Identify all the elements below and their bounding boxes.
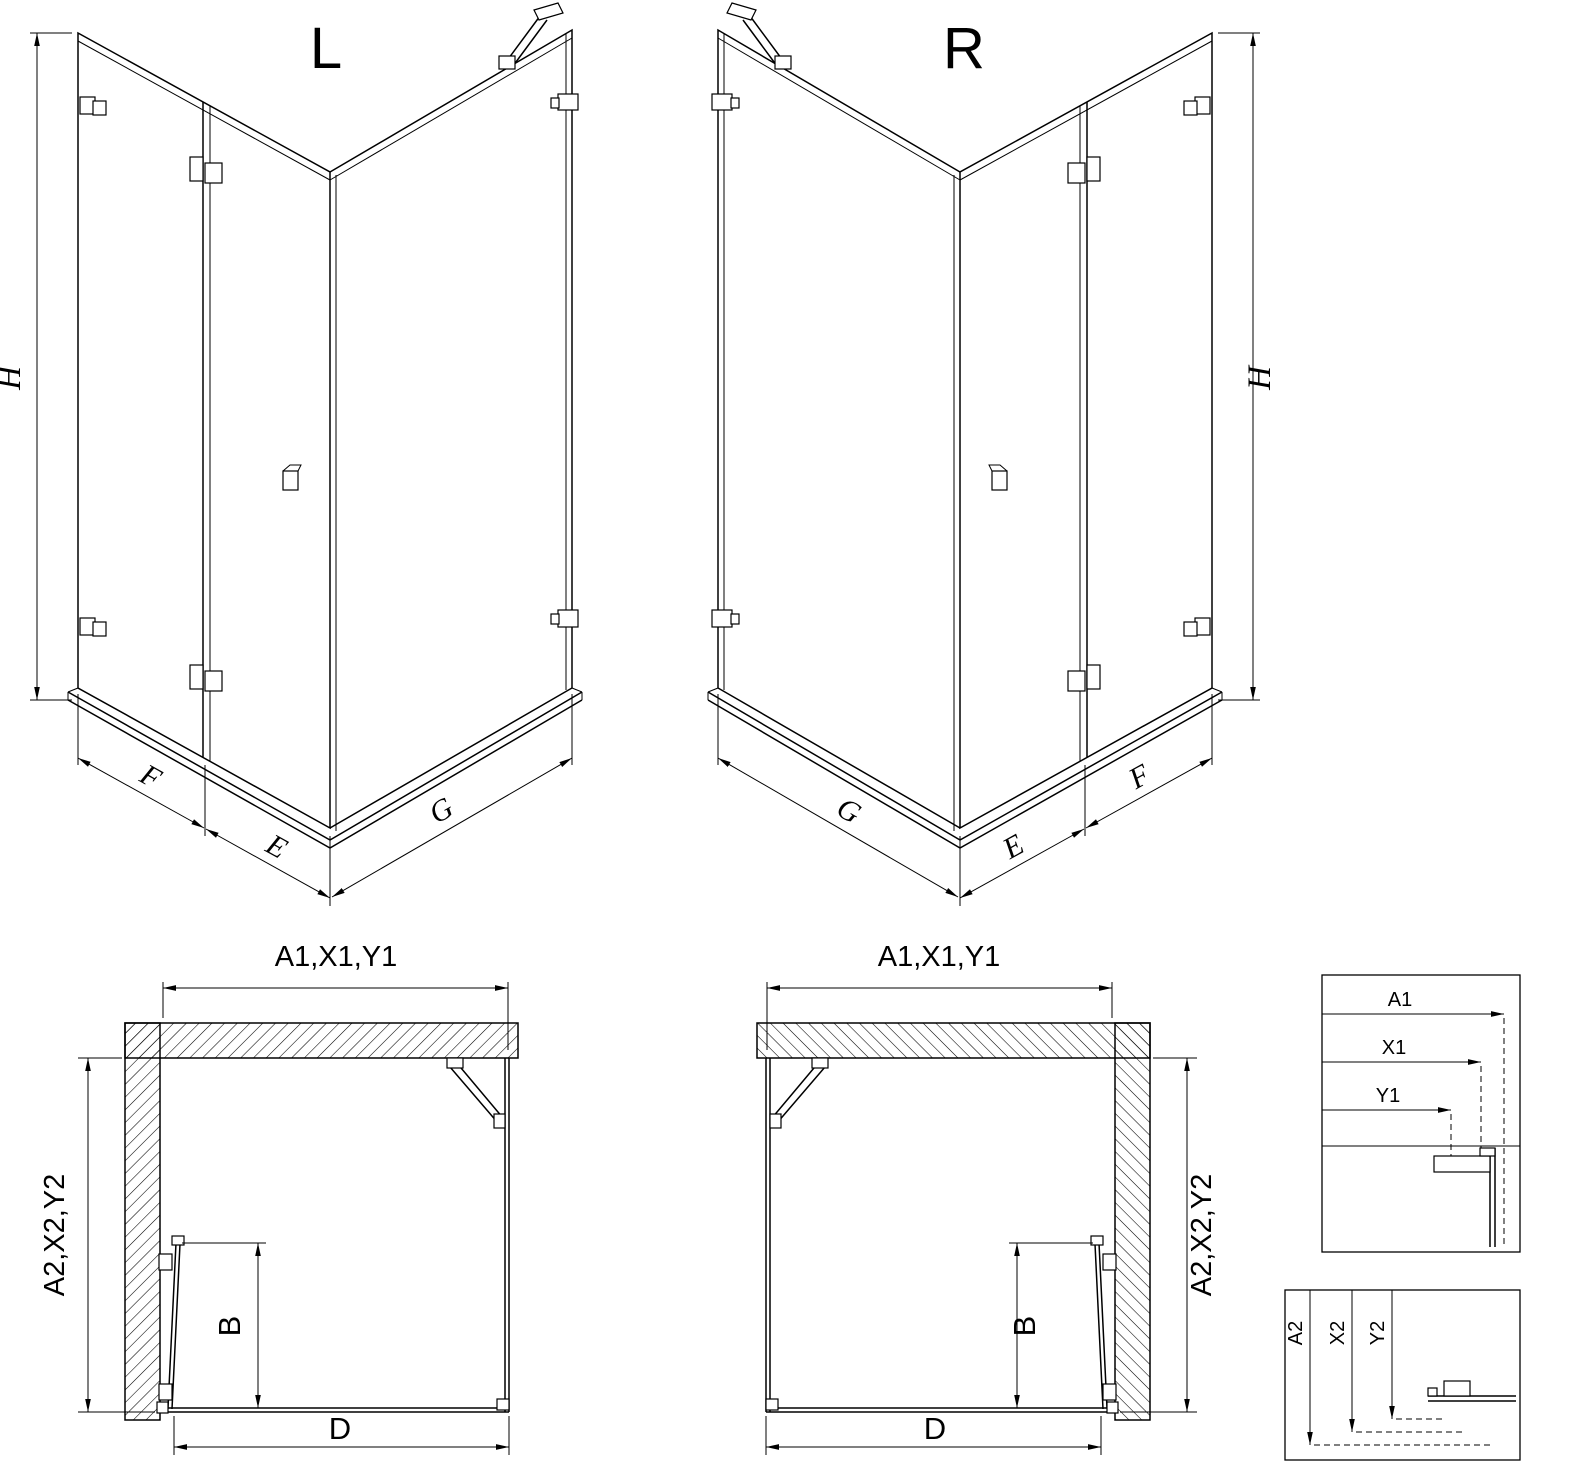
wall-side-hatched <box>124 1022 161 1421</box>
detail-glass-profile <box>1428 1395 1516 1402</box>
plan-right-width-label: A1,X1,Y1 <box>878 941 1001 973</box>
glass-clamp-icon <box>557 93 579 111</box>
plan-hinge-icon <box>158 1253 173 1271</box>
plan-open-door <box>167 1242 181 1410</box>
detail-y1-label: Y1 <box>1376 1085 1400 1107</box>
plan-support-bar <box>449 1061 504 1124</box>
dim-label-side-right: G <box>831 791 867 831</box>
detail-depth-diagram: A2 X2 Y2 <box>1284 1289 1521 1461</box>
detail-x1-label: X1 <box>1382 1037 1406 1059</box>
plan-right-opening-label: D <box>924 1411 946 1446</box>
plan-side-glass <box>504 1058 510 1412</box>
dim-label-door-left: E <box>260 827 293 865</box>
dim-label-height-right: H <box>1242 364 1278 391</box>
variant-right-title: R <box>943 16 985 81</box>
support-bar <box>505 15 548 67</box>
iso-right-linework <box>708 3 1260 906</box>
plan-hinge-icon <box>158 1383 173 1401</box>
side-glass-wall <box>329 28 573 829</box>
detail-y2-label: Y2 <box>1367 1321 1389 1345</box>
wall-top-hatched <box>124 1022 519 1059</box>
iso-enclosure-linework <box>30 2 583 906</box>
plan-right-linework <box>757 982 1197 1455</box>
dim-label-height-left: H <box>0 364 28 391</box>
door-handle-icon <box>282 470 299 491</box>
detail-width-diagram: A1 X1 Y1 <box>1321 974 1521 1253</box>
door-hinge-icon <box>189 664 204 690</box>
plan-left-width-label: A1,X1,Y1 <box>275 941 398 973</box>
detail-glass-profile <box>1489 1148 1496 1247</box>
dim-label-fixed-right: F <box>1123 757 1156 796</box>
left-glass-wall <box>77 31 331 830</box>
plan-view-linework <box>78 982 519 1455</box>
dim-line-door <box>205 828 331 899</box>
plan-left-opening-label: D <box>329 1411 351 1446</box>
dim-line-fixed <box>77 757 205 829</box>
dim-line-side <box>331 757 573 898</box>
dim-label-side-left: G <box>424 791 460 831</box>
plan-front-glass <box>163 1407 509 1413</box>
plan-right-door-label: B <box>1007 1316 1042 1337</box>
glass-clamp-icon <box>557 609 579 628</box>
plan-right-depth-label: A2,X2,Y2 <box>1186 1174 1218 1297</box>
dim-label-door-right: E <box>997 828 1030 866</box>
plan-left-depth-label: A2,X2,Y2 <box>39 1174 71 1297</box>
dim-label-fixed-left: F <box>134 757 167 796</box>
door-hinge-icon <box>189 156 204 182</box>
detail-a2-label: A2 <box>1285 1321 1307 1345</box>
plan-left-door-label: B <box>212 1316 247 1337</box>
variant-left-title: L <box>310 16 342 81</box>
detail-a1-label: A1 <box>1388 989 1412 1011</box>
detail-x2-label: X2 <box>1327 1321 1349 1345</box>
